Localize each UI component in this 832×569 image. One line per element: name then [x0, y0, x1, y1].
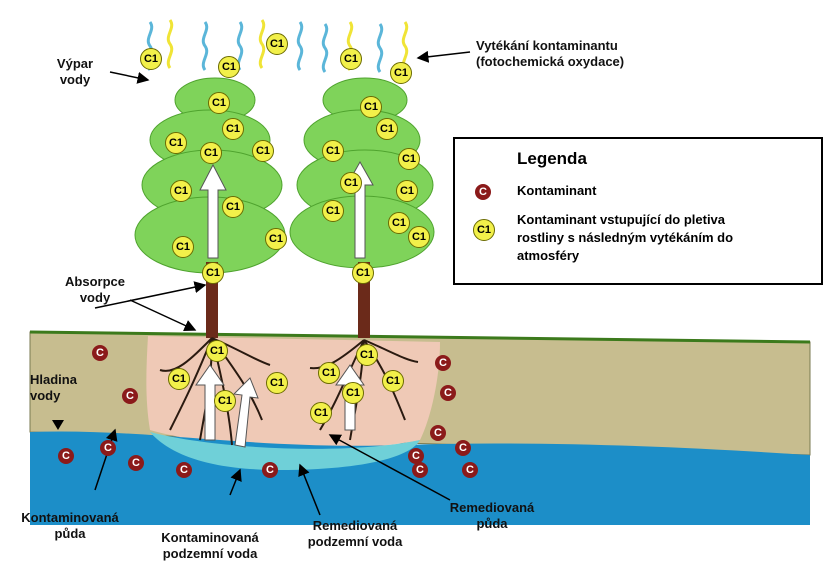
- c1-symbol: C1: [398, 148, 420, 170]
- contaminant-symbol: C: [262, 462, 278, 478]
- c1-symbol: C1: [214, 390, 236, 412]
- label-absorpce-vody: Absorpce vody: [40, 274, 150, 306]
- c1-symbol: C1: [206, 340, 228, 362]
- label-remediovana-puda: Remediovaná půda: [432, 500, 552, 532]
- contaminant-symbol: C: [435, 355, 451, 371]
- contaminant-symbol: C: [440, 385, 456, 401]
- c1-symbol: C1: [265, 228, 287, 250]
- contaminant-symbol: C: [430, 425, 446, 441]
- c1-symbol: C1: [266, 33, 288, 55]
- c1-symbol: C1: [360, 96, 382, 118]
- contaminant-symbol: C: [100, 440, 116, 456]
- legend-title: Legenda: [517, 149, 587, 169]
- contaminant-symbol: C: [128, 455, 144, 471]
- label-kontaminovana-puda: Kontaminovaná půda: [10, 510, 130, 542]
- label-remediovana-podzemni-voda: Remediovaná podzemní voda: [290, 518, 420, 550]
- remediated-soil-zone: [146, 336, 440, 449]
- legend-item-kontaminant-c1: Kontaminant vstupující do pletiva rostli…: [517, 211, 817, 265]
- c1-symbol: C1: [168, 368, 190, 390]
- c1-symbol: C1: [390, 62, 412, 84]
- c1-symbol: C1: [408, 226, 430, 248]
- c1-symbol: C1: [222, 196, 244, 218]
- c1-symbol: C1: [165, 132, 187, 154]
- c1-symbol: C1: [140, 48, 162, 70]
- label-vypar-vody: Výpar vody: [40, 56, 110, 88]
- label-hladina-vody: Hladina vody: [30, 372, 100, 404]
- label-vytekani-kontaminantu: Vytékání kontaminantu (fotochemická oxyd…: [476, 38, 736, 70]
- contaminant-symbol: C: [455, 440, 471, 456]
- c1-symbol: C1: [322, 200, 344, 222]
- c1-symbol: C1: [208, 92, 230, 114]
- c1-symbol: C1: [218, 56, 240, 78]
- legend-c-symbol: C: [475, 184, 491, 200]
- legend-item-kontaminant: Kontaminant: [517, 182, 596, 200]
- contaminant-symbol: C: [92, 345, 108, 361]
- c1-symbol: C1: [322, 140, 344, 162]
- c1-symbol: C1: [382, 370, 404, 392]
- c1-symbol: C1: [388, 212, 410, 234]
- contaminant-symbol: C: [412, 462, 428, 478]
- c1-symbol: C1: [342, 382, 364, 404]
- contaminant-symbol: C: [462, 462, 478, 478]
- c1-symbol: C1: [310, 402, 332, 424]
- c1-symbol: C1: [200, 142, 222, 164]
- c1-symbol: C1: [356, 344, 378, 366]
- c1-symbol: C1: [340, 48, 362, 70]
- c1-symbol: C1: [202, 262, 224, 284]
- c1-symbol: C1: [376, 118, 398, 140]
- c1-symbol: C1: [352, 262, 374, 284]
- c1-symbol: C1: [340, 172, 362, 194]
- contaminant-symbol: C: [58, 448, 74, 464]
- legend-c1-symbol: C1: [473, 219, 495, 241]
- ground: [30, 332, 810, 525]
- c1-symbol: C1: [170, 180, 192, 202]
- c1-symbol: C1: [252, 140, 274, 162]
- c1-symbol: C1: [172, 236, 194, 258]
- c1-symbol: C1: [318, 362, 340, 384]
- c1-symbol: C1: [222, 118, 244, 140]
- contaminant-symbol: C: [122, 388, 138, 404]
- contaminant-symbol: C: [176, 462, 192, 478]
- legend: Legenda C Kontaminant C1 Kontaminant vst…: [453, 137, 823, 285]
- label-kontaminovana-podzemni-voda: Kontaminovaná podzemní voda: [145, 530, 275, 562]
- c1-symbol: C1: [396, 180, 418, 202]
- c1-symbol: C1: [266, 372, 288, 394]
